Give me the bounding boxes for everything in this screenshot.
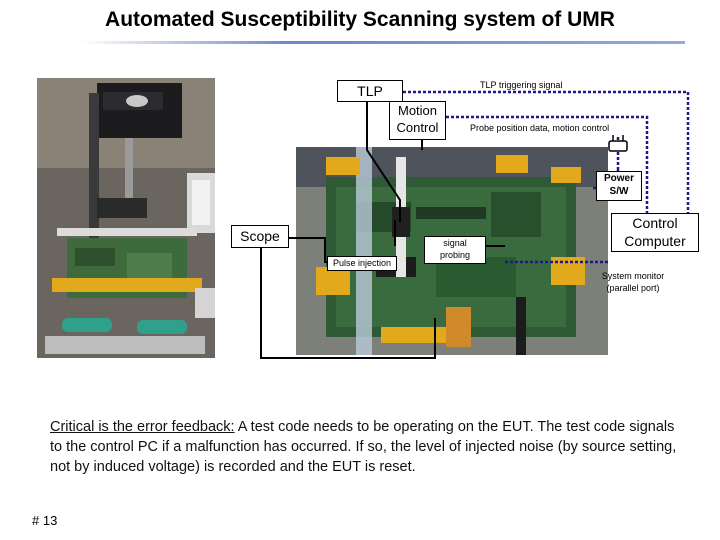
control-computer-line2: Computer bbox=[624, 233, 686, 249]
scope-label: Scope bbox=[240, 228, 280, 244]
signal-probing-line2: probing bbox=[439, 250, 471, 260]
motion-control-line1: Motion bbox=[397, 103, 438, 118]
title-underline bbox=[80, 41, 685, 44]
probe-data-label: Probe position data, motion control bbox=[470, 123, 610, 133]
pulse-injection-box: Pulse injection bbox=[327, 256, 397, 271]
caption: Critical is the error feedback: A test c… bbox=[50, 417, 690, 477]
power-switch-line2: S/W bbox=[609, 186, 629, 197]
scope-to-board-line bbox=[260, 246, 436, 359]
plug-icon bbox=[608, 135, 628, 152]
system-monitor-line2: (parallel port) bbox=[606, 283, 660, 293]
control-computer-box: Control Computer bbox=[611, 213, 699, 252]
motion-control-line2: Control bbox=[396, 120, 439, 135]
power-switch-box: Power S/W bbox=[596, 171, 642, 201]
motion-control-line bbox=[446, 115, 649, 213]
scanner-illustration bbox=[37, 78, 215, 358]
caption-body: A test code needs to be operating on the… bbox=[50, 419, 677, 475]
scanner-photo bbox=[37, 78, 215, 358]
signal-probing-box: signal probing bbox=[424, 236, 486, 264]
slide-title: Automated Susceptibility Scanning system… bbox=[105, 8, 615, 31]
control-computer-line1: Control bbox=[632, 215, 678, 231]
system-monitor-line1: System monitor bbox=[601, 271, 665, 281]
caption-lead: Critical is the error feedback: bbox=[50, 419, 235, 435]
tlp-trigger-label: TLP triggering signal bbox=[480, 80, 563, 90]
pulse-injection-label: Pulse injection bbox=[332, 258, 392, 268]
slide-number: # 13 bbox=[32, 513, 58, 528]
tlp-to-probe-line bbox=[366, 98, 401, 222]
power-switch-line1: Power bbox=[603, 173, 634, 184]
tlp-box: TLP bbox=[337, 80, 403, 102]
tlp-label: TLP bbox=[357, 83, 383, 99]
signal-probing-line1: signal bbox=[443, 238, 467, 248]
scope-box: Scope bbox=[231, 225, 289, 248]
system-monitor-label: System monitor (parallel port) bbox=[598, 270, 668, 294]
motion-control-box: Motion Control bbox=[389, 101, 446, 140]
